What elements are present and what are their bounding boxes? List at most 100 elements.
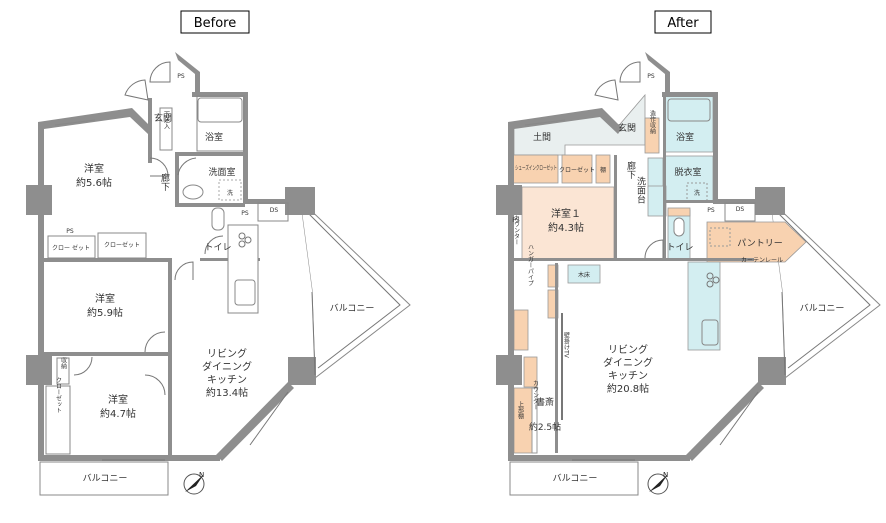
before-label-washer: 洗: [227, 189, 233, 197]
after-label-wall-counter: カウンター: [513, 215, 520, 245]
after-label-study-size: 約2.5帖: [529, 421, 561, 433]
before-label-ldk-size: 約13.4帖: [206, 386, 248, 399]
after-label-ps: PS: [707, 207, 715, 214]
before-label-room2-name: 洋室: [95, 292, 115, 305]
before-walls: [26, 52, 316, 461]
before-label-ps-room: PS: [66, 228, 74, 235]
after-sink: [701, 319, 719, 346]
after-vanity: [647, 157, 664, 189]
before-toilet-fixture: [211, 207, 225, 231]
before-washbasin: [182, 184, 204, 200]
after-pantry: [706, 221, 807, 263]
after-shelf-3: [523, 356, 538, 388]
after-label-wood-floor: 木床: [578, 271, 590, 279]
before-label-genkan: 玄関: [154, 112, 172, 124]
before-closet-2: [97, 232, 147, 259]
after-shelf-top: [595, 154, 611, 184]
after-label-balcony-right: バルコニー: [800, 303, 845, 314]
after-label-genkan: 玄関: [618, 122, 636, 134]
after-balcony-bottom: [509, 461, 639, 496]
svg-text:N: N: [199, 471, 204, 479]
after-label-room1-name: 洋室１: [551, 207, 581, 220]
after-stove-icon: [706, 272, 720, 288]
before-closet-3: [45, 385, 71, 455]
after-upper-shelf: [513, 387, 533, 454]
before-label-ldk-1: リビング: [207, 347, 247, 360]
after-label-ps-room: PS: [512, 217, 520, 224]
after-label-room1-size: 約4.3帖: [548, 221, 584, 234]
before-label-balcony-right: バルコニー: [330, 303, 375, 314]
svg-text:N: N: [663, 471, 668, 479]
before-label-ps-entry: PS: [177, 73, 185, 80]
before-label-ds: DS: [270, 207, 279, 214]
after-label-doma: 土間: [533, 131, 551, 143]
after-label-bath: 浴室: [676, 131, 694, 143]
after-title-box: [654, 10, 712, 34]
after-title: After: [667, 16, 699, 31]
before-label-room1-size: 約5.6帖: [76, 176, 112, 189]
before-label-bath: 浴室: [205, 131, 223, 143]
after-label-corridor: 廊下: [625, 160, 636, 180]
before-label-room3-name: 洋室: [108, 393, 128, 406]
after-labels: PS 土間 玄関 造作収納 浴室 シューズインクローゼット 棚 クローゼット 廊…: [512, 73, 844, 484]
after-label-ldk-3: キッチン: [608, 370, 648, 382]
after-tall-storage: [644, 117, 660, 154]
after-label-closet: クローゼット: [559, 166, 595, 174]
before-closet-1: [47, 235, 96, 259]
before-labels: PS 玄関 下足入 浴室 洗面室 洗 廊下 洋室 約5.6帖 PS クロー ゼッ…: [52, 73, 374, 484]
before-plan: Before: [26, 10, 411, 496]
before-label-storage: 収納: [60, 357, 67, 370]
after-label-balcony-bottom: バルコニー: [553, 473, 598, 484]
after-compass-icon: N: [647, 471, 669, 495]
after-label-vanity: 洗面台: [635, 175, 646, 204]
before-label-ldk-2: ダイニング: [202, 360, 252, 373]
before-sink: [234, 279, 256, 306]
before-label-room3-size: 約4.7帖: [100, 407, 136, 420]
before-shoe-cabinet: [159, 107, 173, 151]
after-label-pantry: パントリー: [737, 238, 782, 249]
after-label-shelf: 棚: [600, 166, 606, 174]
after-label-study-name: 書斎: [536, 396, 554, 408]
after-label-hanger-pipe: ハンガーパイプ: [527, 244, 534, 286]
after-doors[interactable]: [594, 61, 664, 259]
after-label-counter: カウンター: [532, 380, 539, 410]
before-balcony-right: [299, 198, 411, 379]
before-washer-space: [218, 179, 242, 201]
before-storage: [56, 357, 70, 385]
after-plan: After: [496, 10, 881, 496]
before-label-closet2: クローゼット: [104, 241, 140, 249]
after-label-ldk-1: リビング: [608, 343, 648, 356]
after-label-upper-shelf: 上部棚: [517, 400, 524, 420]
after-label-ldk-2: ダイニング: [603, 356, 653, 369]
before-label-washroom: 洗面室: [208, 166, 235, 178]
after-label-ldk-size: 約20.8帖: [607, 382, 649, 395]
after-closet: [561, 154, 593, 184]
before-label-corridor: 廊下: [159, 172, 170, 192]
after-label-ps-entry: PS: [647, 73, 655, 80]
after-label-storage-tall: 造作収納: [649, 109, 656, 135]
after-label-curtain-rail: カーテンレール: [741, 257, 783, 264]
after-label-dressing: 脱衣室: [674, 166, 701, 178]
after-label-wall-tv: 壁掛けTV: [563, 331, 570, 358]
after-label-ds: DS: [736, 206, 745, 213]
after-wood-floor: [567, 264, 601, 284]
before-label-geta: 下足入: [163, 111, 170, 129]
before-compass-icon: N: [183, 471, 205, 495]
before-label-ldk-3: キッチン: [207, 374, 247, 386]
before-label-closet1: クロー ゼット: [52, 244, 90, 252]
before-label-closet3: クローゼット: [55, 377, 62, 413]
after-walls: [496, 52, 786, 461]
before-title: Before: [194, 16, 237, 31]
after-label-toilet: トイレ: [666, 243, 693, 253]
before-label-balcony-bottom: バルコニー: [83, 473, 128, 484]
before-doors[interactable]: [73, 61, 224, 396]
after-hanger-closet: [513, 309, 529, 351]
before-label-room1-name: 洋室: [84, 162, 104, 175]
before-label-ps: PS: [241, 210, 249, 217]
before-stove-icon: [238, 232, 252, 248]
after-label-shoe-closet: シューズインクローゼット: [515, 164, 557, 172]
before-balcony-bottom: [39, 461, 169, 496]
before-floor: [40, 90, 315, 458]
after-label-washer: 洗: [694, 189, 700, 197]
